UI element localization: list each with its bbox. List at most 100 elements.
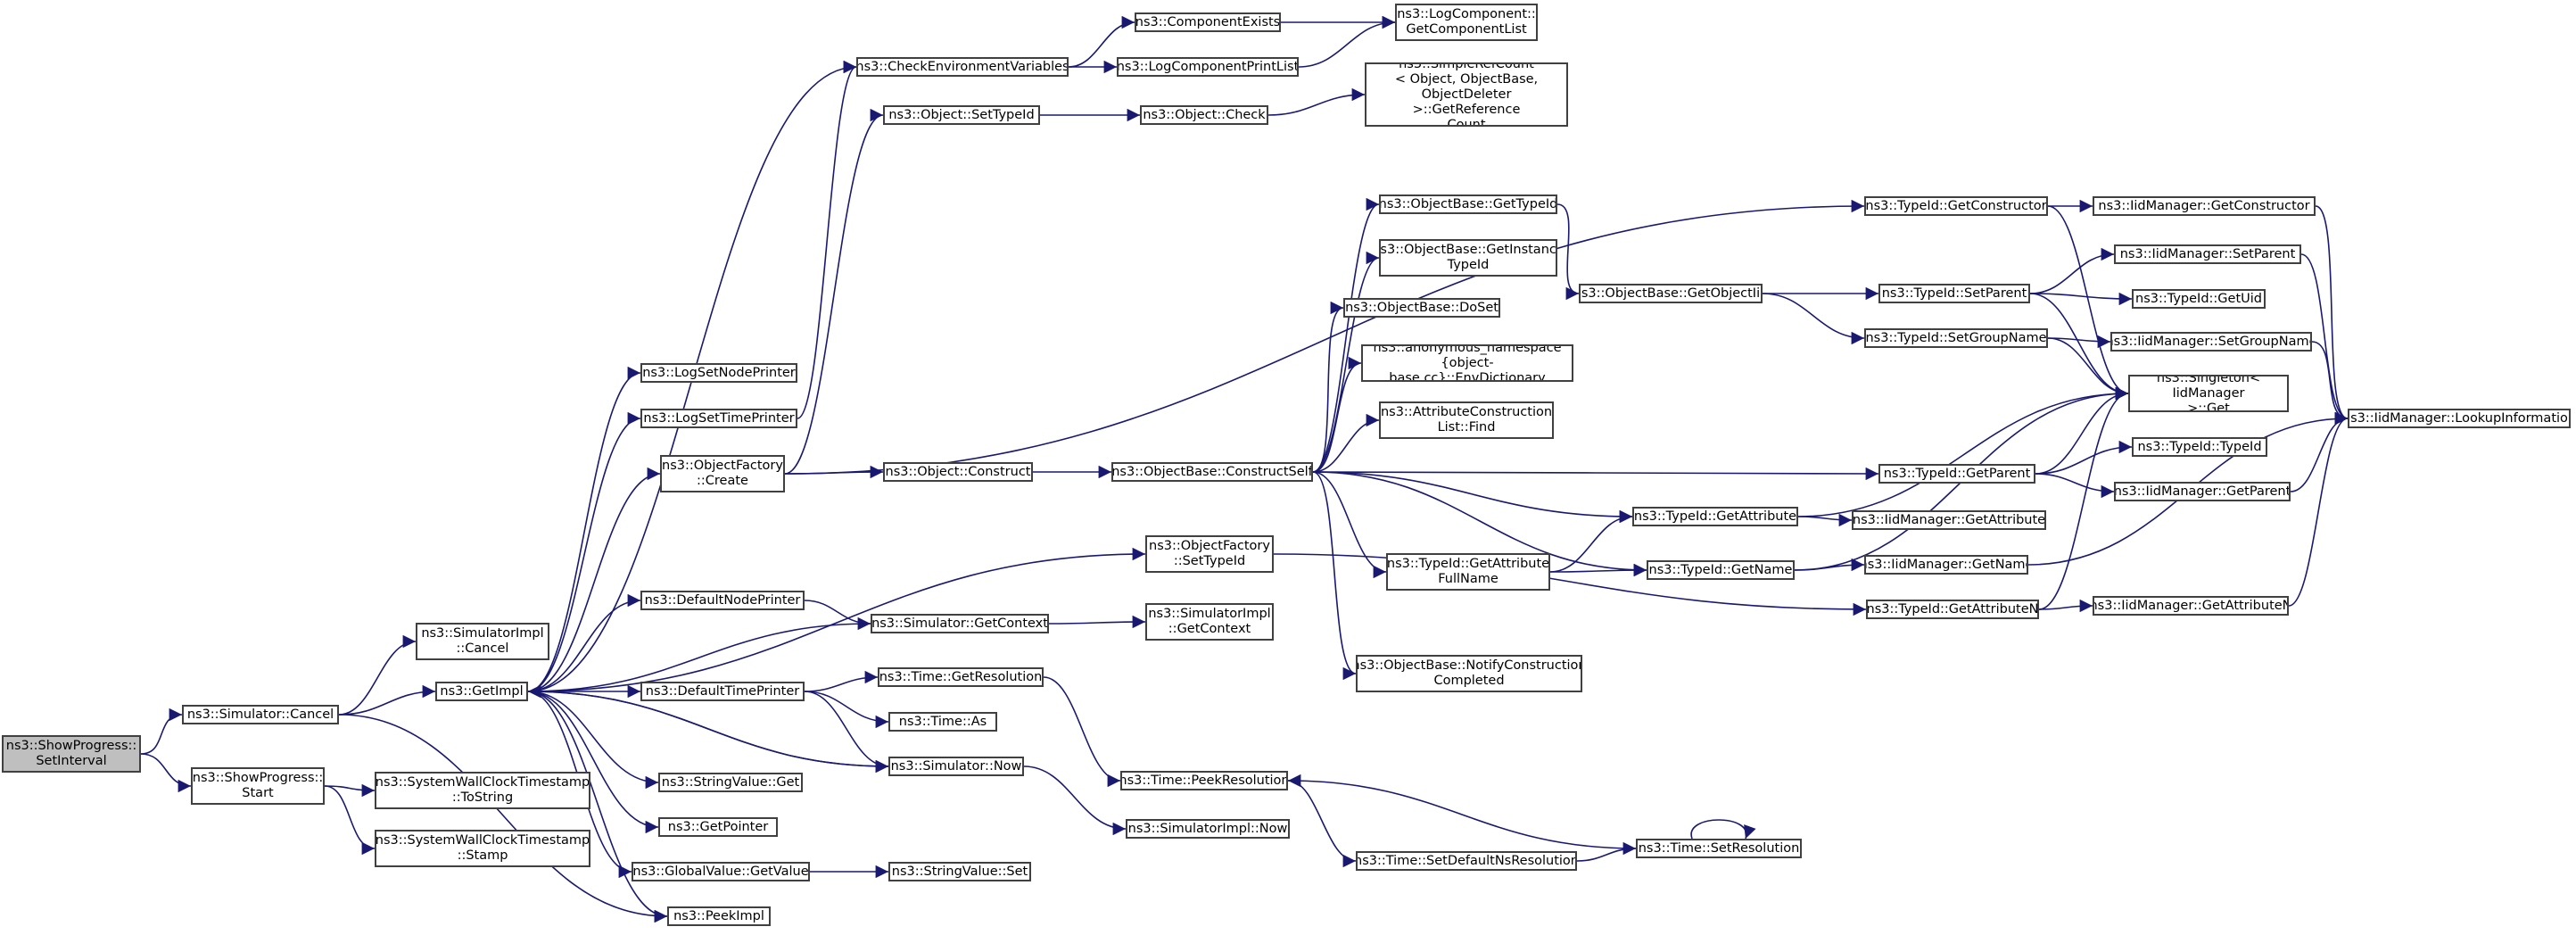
node-sim-cancel[interactable]: ns3::Simulator::Cancel — [182, 705, 339, 724]
node-ob-do-set[interactable]: ns3::ObjectBase::DoSet — [1343, 298, 1500, 318]
edge-spStart-to-swctToString — [324, 783, 376, 798]
node-def-node-printer[interactable]: ns3::DefaultNodePrinter — [640, 591, 805, 610]
node-iid-get-constructor[interactable]: ns3::IidManager::GetConstructor — [2093, 196, 2316, 216]
node-log-comp-get-list[interactable]: ns3::LogComponent:: GetComponentList — [1395, 4, 1538, 41]
node-anon-env-dict[interactable]: ns3::anonymous_namespace {object-base.cc… — [1361, 344, 1573, 382]
edge-obGetTypeId-to-obGetObjectIid — [1556, 203, 1580, 301]
node-sim-impl-now[interactable]: ns3::SimulatorImpl::Now — [1126, 819, 1290, 839]
node-tid-get-attr-full-name[interactable]: ns3::TypeId::GetAttribute FullName — [1386, 553, 1550, 591]
node-iid-set-group-name[interactable]: ns3::IidManager::SetGroupName — [2110, 332, 2312, 352]
edge-obConstructSelf-to-tidGetAttrFullName — [1312, 471, 1387, 579]
edge-defNodePrinter-to-simGetContext — [804, 600, 871, 631]
node-sim-impl-get-context[interactable]: ns3::SimulatorImpl ::GetContext — [1145, 603, 1274, 641]
node-ob-notify-constr[interactable]: ns3::ObjectBase::NotifyConstruction Comp… — [1356, 655, 1582, 692]
node-sim-impl-cancel[interactable]: ns3::SimulatorImpl ::Cancel — [416, 623, 549, 660]
node-ob-construct-self[interactable]: ns3::ObjectBase::ConstructSelf — [1111, 462, 1313, 482]
edge-tidSetParent-to-tidGetUid — [2029, 292, 2133, 306]
edge-getImpl-to-peekImpl — [527, 691, 668, 923]
node-time-peek-res[interactable]: ns3::Time::PeekResolution — [1120, 771, 1288, 790]
edge-simGetContext-to-getImpl — [527, 623, 871, 699]
node-get-pointer[interactable]: ns3::GetPointer — [658, 817, 778, 837]
node-tid-get-attribute-n[interactable]: ns3::TypeId::GetAttributeN — [1866, 600, 2039, 619]
node-obj-construct[interactable]: ns3::Object::Construct — [883, 462, 1033, 482]
edge-tidGetName-to-iidGetName — [1794, 558, 1865, 572]
edge-getImpl-to-logSetNode — [527, 366, 641, 692]
edge-iidGetParent-to-iidLookupInfo — [2290, 411, 2349, 492]
node-time-set-default-ns[interactable]: ns3::Time::SetDefaultNsResolution — [1356, 851, 1577, 871]
node-iid-get-attribute[interactable]: ns3::IidManager::GetAttribute — [1852, 510, 2046, 530]
node-ob-get-inst-type-id[interactable]: ns3::ObjectBase::GetInstance TypeId — [1379, 239, 1557, 277]
node-gv-get-value[interactable]: ns3::GlobalValue::GetValue — [632, 862, 810, 881]
edge-tidGetAttributeN-to-iidGetAttributeN — [2038, 599, 2093, 613]
node-of-set-type-id[interactable]: ns3::ObjectFactory ::SetTypeId — [1145, 535, 1274, 573]
edge-iidSetGroupName-to-iidLookupInfo — [2311, 341, 2349, 426]
node-def-time-printer[interactable]: ns3::DefaultTimePrinter — [640, 682, 805, 701]
edge-getImpl-to-ofCreate — [527, 467, 661, 692]
node-time-set-res[interactable]: ns3::Time::SetResolution — [1636, 839, 1802, 858]
node-log-comp-print[interactable]: ns3::LogComponentPrintList — [1117, 57, 1299, 77]
node-tid-get-parent[interactable]: ns3::TypeId::GetParent — [1878, 464, 2035, 484]
edge-checkEnv-to-compExists — [1068, 15, 1135, 68]
node-tid-get-constructor[interactable]: ns3::TypeId::GetConstructor — [1864, 196, 2048, 216]
node-log-set-time[interactable]: ns3::LogSetTimePrinter — [640, 409, 797, 428]
node-iid-get-attribute-n[interactable]: ns3::IidManager::GetAttributeN — [2093, 596, 2289, 616]
node-peek-impl[interactable]: ns3::PeekImpl — [667, 906, 771, 926]
node-swct-stamp[interactable]: ns3::SystemWallClockTimestamp ::Stamp — [375, 830, 590, 867]
edge-root-to-spStart — [140, 753, 192, 793]
node-ob-get-object-iid[interactable]: ns3::ObjectBase::GetObjectIid — [1579, 284, 1763, 303]
node-ob-get-type-id[interactable]: ns3::ObjectBase::GetTypeId — [1379, 194, 1557, 214]
edge-obConstructSelf-to-obGetTypeId — [1312, 197, 1380, 473]
node-sv-get[interactable]: ns3::StringValue::Get — [658, 773, 803, 792]
node-iid-set-parent[interactable]: ns3::IidManager::SetParent — [2114, 244, 2301, 264]
edge-tidGetAttributeN-to-singletonGet — [2038, 386, 2129, 610]
node-of-create[interactable]: ns3::ObjectFactory ::Create — [660, 455, 785, 492]
edge-ofCreate-to-objSetTypeId — [784, 108, 884, 475]
node-tid-set-group-name[interactable]: ns3::TypeId::SetGroupName — [1864, 328, 2048, 348]
edge-tidGetAttribute-to-iidGetAttribute — [1797, 513, 1853, 527]
node-sv-set[interactable]: ns3::StringValue::Set — [888, 862, 1031, 881]
edge-obConstructSelf-to-tidGetAttribute — [1312, 471, 1633, 524]
node-root: ns3::ShowProgress:: SetInterval — [2, 735, 141, 773]
node-iid-lookup-info[interactable]: ns3::IidManager::LookupInformation — [2348, 409, 2571, 428]
node-get-impl[interactable]: ns3::GetImpl — [435, 682, 528, 701]
node-log-set-node[interactable]: ns3::LogSetNodePrinter — [640, 363, 797, 383]
node-time-get-res[interactable]: ns3::Time::GetResolution — [878, 667, 1044, 687]
node-tid-get-name[interactable]: ns3::TypeId::GetName — [1647, 560, 1795, 580]
node-sim-get-context[interactable]: ns3::Simulator::GetContext — [871, 614, 1049, 633]
edge-getImpl-to-getPointer — [527, 691, 659, 834]
node-tid-get-uid[interactable]: ns3::TypeId::GetUid — [2132, 289, 2266, 309]
node-simple-ref-count[interactable]: ns3::SimpleRefCount < Object, ObjectBase… — [1365, 62, 1568, 127]
node-singleton-get[interactable]: ns3::Singleton< IidManager >::Get — [2128, 375, 2289, 412]
node-tid-get-attribute[interactable]: ns3::TypeId::GetAttribute — [1632, 507, 1798, 526]
edge-obConstructSelf-to-obGetInstTypeId — [1312, 251, 1380, 473]
node-comp-exists[interactable]: ns3::ComponentExists — [1135, 12, 1281, 32]
node-obj-check[interactable]: ns3::Object::Check — [1140, 105, 1268, 125]
edge-iidSetParent-to-iidLookupInfo — [2300, 253, 2349, 426]
edge-simCancel-to-peekImpl — [338, 714, 668, 923]
node-iid-get-name[interactable]: ns3::IidManager::GetName — [1864, 555, 2028, 575]
node-sp-start[interactable]: ns3::ShowProgress:: Start — [191, 767, 325, 805]
edge-simCancel-to-simImplCancel — [338, 634, 417, 716]
edge-getImpl-to-svGet — [527, 691, 659, 790]
edge-defTimePrinter-to-timeGetRes — [804, 670, 879, 692]
node-sim-now[interactable]: ns3::Simulator::Now — [888, 757, 1024, 776]
edge-obConstructSelf-to-tidGetName — [1312, 471, 1647, 577]
node-iid-get-parent[interactable]: ns3::IidManager::GetParent — [2114, 482, 2291, 501]
edge-tidGetParent-to-tidTypeId — [2035, 440, 2133, 475]
edge-ofCreate-to-tidGetConstructor — [784, 199, 1865, 475]
node-tid-set-parent[interactable]: ns3::TypeId::SetParent — [1878, 284, 2030, 303]
edge-tidGetParent-to-iidGetParent — [2035, 473, 2115, 499]
edge-obConstructSelf-to-anonEnvDict — [1312, 356, 1362, 473]
edge-simNow-to-getImpl — [527, 684, 889, 767]
edge-spStart-to-swctStamp — [324, 785, 376, 856]
edge-root-to-simCancel — [140, 707, 183, 755]
edge-tidSetGroupName-to-iidSetGroupName — [2047, 335, 2111, 349]
node-tid-type-id[interactable]: ns3::TypeId::TypeId — [2132, 437, 2267, 457]
node-swct-to-string[interactable]: ns3::SystemWallClockTimestamp ::ToString — [375, 772, 590, 809]
edge-obConstructSelf-to-obNotifyConstr — [1312, 471, 1357, 681]
edge-tidGetParent-to-singletonGet — [2035, 386, 2129, 475]
node-attr-constr-find[interactable]: ns3::AttributeConstruction List::Find — [1379, 401, 1554, 439]
node-check-env[interactable]: ns3::CheckEnvironmentVariables — [856, 57, 1069, 77]
node-time-as[interactable]: ns3::Time::As — [888, 712, 997, 732]
node-obj-set-type-id[interactable]: ns3::Object::SetTypeId — [883, 105, 1040, 125]
